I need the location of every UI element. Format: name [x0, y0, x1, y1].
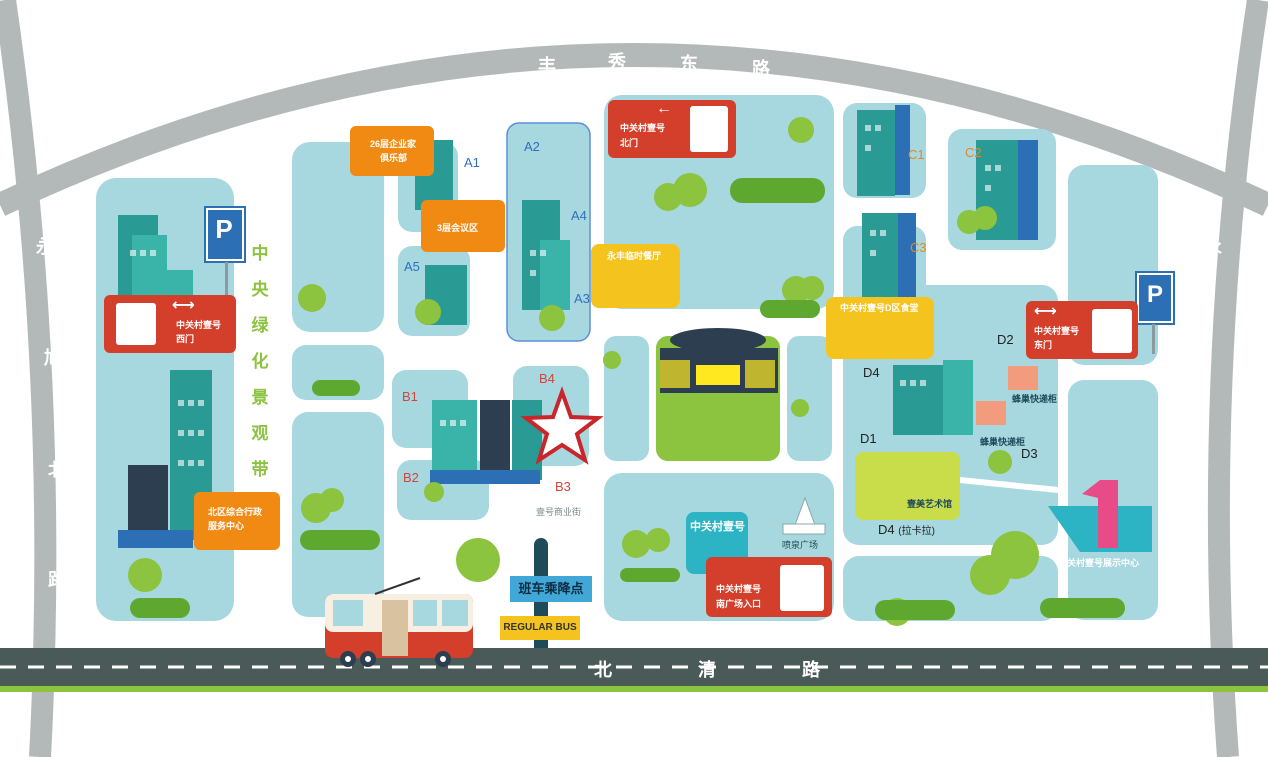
building-icon	[118, 105, 1038, 548]
block-label-a1[interactable]: A1	[464, 155, 480, 170]
d4-south-note: (拉卡拉)	[898, 526, 935, 537]
svg-text:P: P	[1147, 281, 1163, 308]
admin-line2: 服务中心	[208, 521, 245, 531]
double-arrow-icon: ⟷	[172, 297, 195, 314]
north-gate-line2: 北门	[620, 138, 639, 148]
double-arrow-icon: ⟷	[1034, 303, 1057, 320]
block-mid-right	[787, 336, 832, 461]
south-gate-callout[interactable]: 中关村壹号 南广场入口	[706, 557, 832, 617]
east-gate-line1: 中关村壹号	[1034, 326, 1080, 336]
west-road	[0, 0, 57, 757]
block-label-c1[interactable]: C1	[908, 147, 925, 162]
west-road-char-1: 永	[36, 237, 54, 257]
block-label-d4-south[interactable]: D4 (拉卡拉)	[878, 522, 935, 537]
block-label-d4-north[interactable]: D4	[863, 365, 880, 380]
green-belt-char: 央	[251, 280, 269, 299]
west-road-char-2: 旭	[44, 348, 62, 368]
club-line1: 26层企业家	[370, 139, 417, 149]
art-museum-label: 壹美艺术馆	[907, 499, 953, 509]
art-museum-area[interactable]: 壹美艺术馆	[855, 452, 960, 520]
block-label-b4[interactable]: B4	[539, 371, 555, 386]
north-gate-line1: 中关村壹号	[620, 123, 666, 133]
east-road	[1207, 0, 1268, 757]
green-belt-char: 带	[251, 460, 269, 479]
south-road-char-1: 北	[594, 660, 612, 680]
green-belt-char: 绿	[251, 316, 269, 335]
d4-south-code: D4	[878, 522, 895, 537]
east-gate-callout[interactable]: ⟷ 中关村壹号 东门	[1026, 301, 1138, 359]
door-icon	[116, 303, 156, 345]
door-icon	[780, 565, 824, 611]
south-gate-line1: 中关村壹号	[716, 584, 762, 594]
block-label-b3[interactable]: B3	[555, 479, 571, 494]
west-gate-line2: 西门	[176, 334, 195, 344]
canteen-callout[interactable]: 中关村壹号D区食堂	[826, 297, 934, 359]
express-locker-2[interactable]: 蜂巢快递柜	[980, 437, 1026, 447]
tree-icon	[128, 117, 1125, 626]
north-road-char-3: 东	[680, 54, 698, 74]
block-label-b1[interactable]: B1	[402, 389, 418, 404]
package-icon	[976, 366, 1038, 425]
green-belt-char: 观	[251, 424, 269, 443]
east-road-char-4: 路	[1183, 570, 1201, 590]
west-road-char-3: 北	[48, 460, 66, 480]
east-road-char-1: 永	[1204, 237, 1222, 257]
south-road-char-3: 路	[802, 660, 820, 680]
left-arrow-icon: ←	[656, 100, 672, 117]
canteen-label: 中关村壹号D区食堂	[840, 303, 919, 313]
block-label-d1[interactable]: D1	[860, 431, 877, 446]
plaza-sign: 中关村壹号	[690, 521, 745, 533]
express-locker-1[interactable]: 蜂巢快递柜	[1012, 394, 1058, 404]
east-road-char-3: 北	[1183, 460, 1201, 480]
north-arc-road	[0, 43, 1268, 216]
club-line2: 俱乐部	[380, 153, 408, 163]
exhibition-center[interactable]: 中关村壹号展示中心	[1058, 558, 1140, 568]
block-label-a4[interactable]: A4	[571, 208, 587, 223]
east-gate-line2: 东门	[1034, 340, 1053, 350]
green-belt-label: 中 央 绿 化 景 观 带	[250, 236, 270, 488]
meeting-callout[interactable]: 3层会议区	[421, 200, 505, 252]
north-road-char-2: 秀	[608, 52, 626, 72]
east-road-char-2: 嘉	[1190, 348, 1208, 368]
restaurant-label: 永丰临时餐厅	[607, 251, 662, 261]
north-gate-callout[interactable]: ← 中关村壹号 北门	[608, 100, 736, 158]
green-belt-char: 景	[251, 388, 269, 407]
north-road-char-1: 丰	[538, 56, 556, 76]
south-road-char-2: 清	[698, 660, 716, 680]
admin-line1: 北区综合行政	[208, 507, 263, 517]
block-label-a5[interactable]: A5	[404, 259, 420, 274]
block-label-c2[interactable]: C2	[965, 145, 982, 160]
shuttle-stop-label[interactable]: 班车乘降点	[510, 576, 592, 602]
parking-icon: P P	[204, 206, 1175, 354]
meeting-label: 3层会议区	[437, 223, 479, 233]
block-label-a3[interactable]: A3	[574, 291, 590, 306]
west-gate-line1: 中关村壹号	[176, 320, 222, 330]
door-icon	[690, 106, 728, 152]
block-label-b2[interactable]: B2	[403, 470, 419, 485]
block-label-a2[interactable]: A2	[524, 139, 540, 154]
star-marker-icon	[520, 386, 604, 465]
south-gate-line2: 南广场入口	[716, 599, 762, 609]
block-left-lower	[292, 412, 384, 617]
bus-icon	[325, 577, 473, 667]
green-belt-char: 中	[251, 244, 269, 263]
block-label-d3[interactable]: D3	[1021, 446, 1038, 461]
svg-text:P: P	[215, 214, 232, 244]
commercial-street[interactable]: 壹号商业街	[536, 507, 582, 517]
fountain-plaza[interactable]: 喷泉广场	[782, 540, 819, 550]
admin-center-callout[interactable]: 北区综合行政 服务中心	[194, 492, 280, 550]
club-callout[interactable]: 26层企业家 俱乐部	[350, 126, 434, 176]
block-label-c3[interactable]: C3	[910, 240, 927, 255]
door-icon	[1092, 309, 1132, 353]
block-label-d2[interactable]: D2	[997, 332, 1014, 347]
restaurant-callout[interactable]: 永丰临时餐厅	[591, 244, 680, 308]
regular-bus-label: REGULAR BUS	[500, 616, 580, 640]
green-belt-char: 化	[251, 352, 269, 371]
west-gate-callout[interactable]: ⟷ 中关村壹号 西门	[104, 295, 236, 353]
north-road-char-4: 路	[752, 59, 770, 79]
west-road-char-4: 路	[48, 570, 66, 590]
